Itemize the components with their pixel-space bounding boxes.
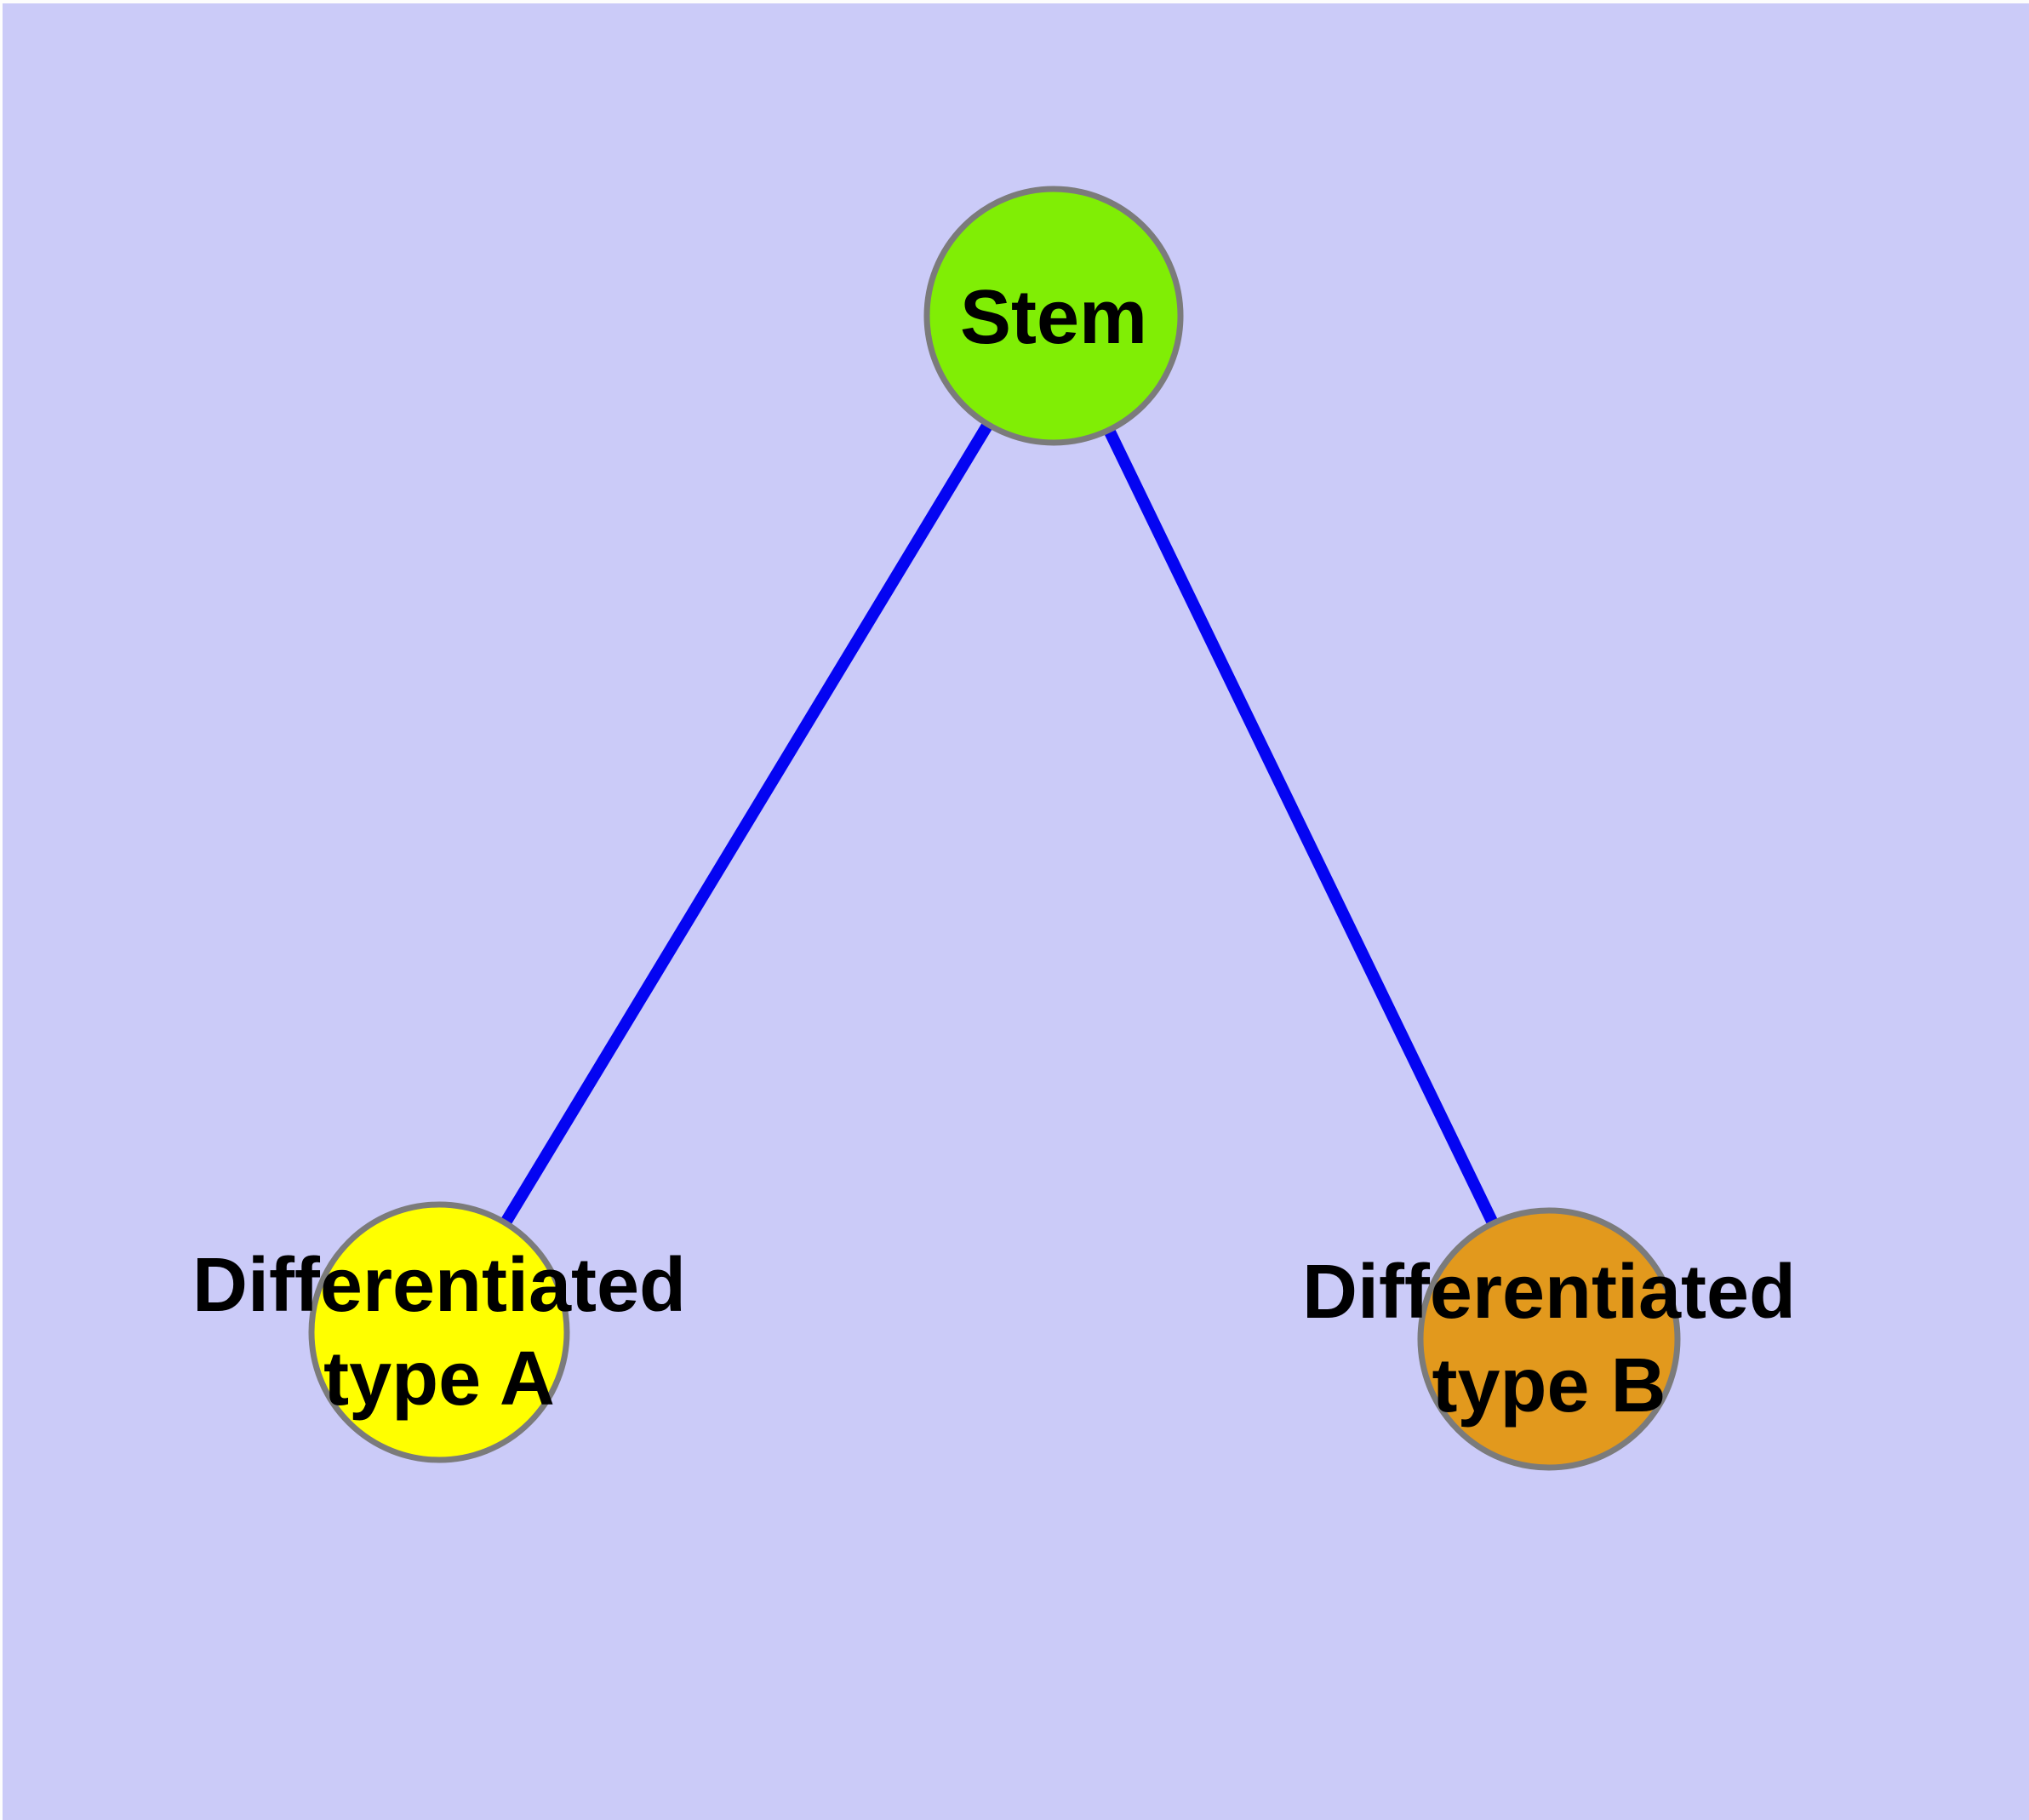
type-a-node-label-line2: type A xyxy=(323,1336,555,1422)
edge-stem-to-type-a xyxy=(434,312,1059,1336)
type-b-node-label-line1: Differentiated xyxy=(1302,1250,1796,1335)
page-edge-top xyxy=(0,0,2029,3)
edge-stem-to-type-b xyxy=(1048,312,1555,1342)
page-edge-left xyxy=(0,0,3,1820)
type-b-node xyxy=(1417,1207,1681,1471)
stem-node-label: Stem xyxy=(960,275,1147,360)
type-a-node xyxy=(308,1201,570,1463)
type-b-node-label-line2: type B xyxy=(1432,1343,1666,1428)
stem-node xyxy=(923,186,1184,446)
type-a-node-label-line1: Differentiated xyxy=(192,1243,686,1328)
